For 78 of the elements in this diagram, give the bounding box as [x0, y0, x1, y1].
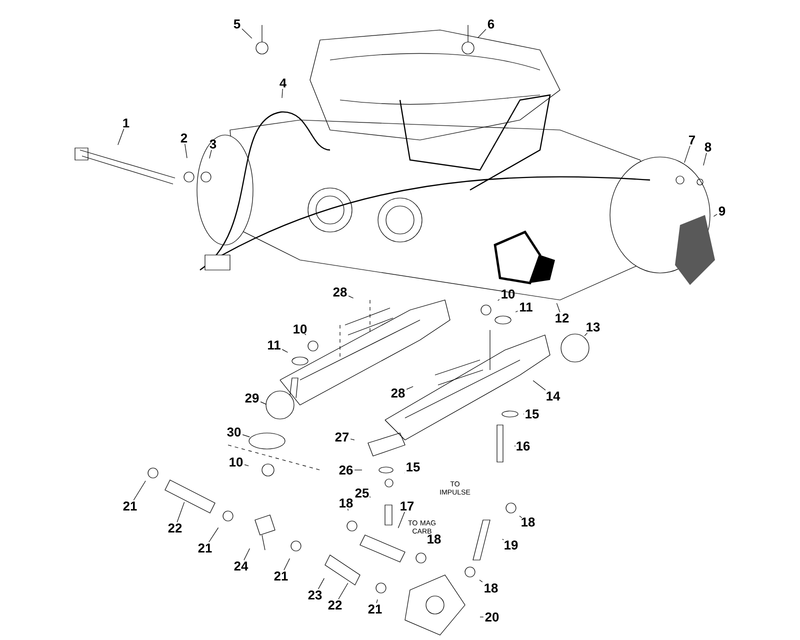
callout-number: 18: [340, 498, 353, 508]
callout-number: 21: [198, 544, 212, 552]
callout-number: 23: [308, 590, 322, 600]
callout-number: 19: [504, 540, 518, 550]
leader-line: [242, 434, 250, 438]
callout-number: 7: [688, 136, 696, 144]
leader-line: [260, 402, 266, 405]
callout-number: 24: [234, 562, 248, 570]
leader-line: [376, 599, 378, 604]
callout-number: 21: [368, 604, 382, 614]
callout-number: 10: [294, 324, 307, 334]
leader-line: [282, 88, 283, 98]
leader-line: [556, 302, 560, 312]
leader-line: [244, 464, 249, 466]
callout-number: 28: [391, 388, 405, 398]
leader-line: [498, 299, 500, 301]
leader-line: [209, 150, 212, 159]
callout-number: 17: [400, 502, 414, 510]
leader-line: [242, 28, 252, 39]
leader-line: [684, 146, 690, 163]
leader-line: [477, 28, 486, 38]
leader-line: [703, 152, 707, 166]
leader-line: [176, 502, 185, 522]
leader-line: [479, 580, 483, 582]
leader-line: [318, 578, 324, 590]
callout-number: 2: [180, 134, 188, 142]
callout-number: 25: [355, 488, 369, 498]
callout-number: 22: [168, 524, 182, 532]
leader-line: [406, 386, 414, 390]
leader-line: [398, 512, 405, 528]
leader-line: [480, 616, 484, 618]
callout-number: 27: [335, 432, 349, 442]
callout-number: 21: [274, 572, 288, 580]
leader-line: [133, 480, 146, 500]
leader-line: [532, 380, 546, 390]
callout-number: 21: [123, 502, 137, 510]
callout-number: 26: [339, 465, 353, 475]
leader-line: [515, 310, 518, 312]
leader-line: [347, 508, 348, 511]
leader-line: [284, 558, 290, 570]
callout-number: 12: [556, 314, 569, 322]
callout-number: 15: [526, 410, 539, 418]
callout-number: 18: [522, 517, 535, 527]
callout-number: 18: [484, 583, 498, 593]
leader-line: [282, 349, 288, 353]
callout-number: 5: [234, 20, 240, 28]
callout-number: 1: [123, 118, 130, 128]
callout-number: 8: [704, 142, 712, 152]
leader-line: [350, 438, 355, 440]
callout-number: 10: [230, 457, 243, 467]
leader-line: [713, 214, 718, 217]
leader-line: [502, 538, 504, 540]
leader-line: [118, 128, 124, 146]
callout-number: 13: [586, 322, 600, 332]
callout-number: 28: [333, 287, 347, 297]
callout-number: 11: [268, 340, 280, 350]
leader-line: [584, 332, 588, 336]
leader-line: [304, 333, 306, 336]
leader-line: [184, 144, 188, 158]
callout-number: 16: [516, 441, 530, 451]
leader-line: [519, 516, 522, 518]
callout-number: 14: [546, 392, 560, 400]
callout-number: 15: [406, 462, 420, 472]
callout-number: 11: [520, 302, 532, 312]
leader-line: [338, 582, 348, 600]
callout-number: 22: [328, 600, 342, 610]
callout-number: 30: [227, 427, 241, 437]
callout-number: 6: [488, 19, 494, 29]
leader-line: [208, 527, 219, 542]
callout-number: 10: [502, 289, 515, 299]
leader-line: [244, 548, 250, 560]
callout-number: 4: [280, 78, 286, 88]
callout-number: 9: [718, 206, 726, 216]
callout-number: 29: [245, 393, 259, 403]
callout-number: 20: [485, 612, 499, 622]
leader-line: [348, 296, 354, 298]
callout-number: 3: [210, 139, 216, 149]
callout-number: 18: [428, 534, 441, 544]
